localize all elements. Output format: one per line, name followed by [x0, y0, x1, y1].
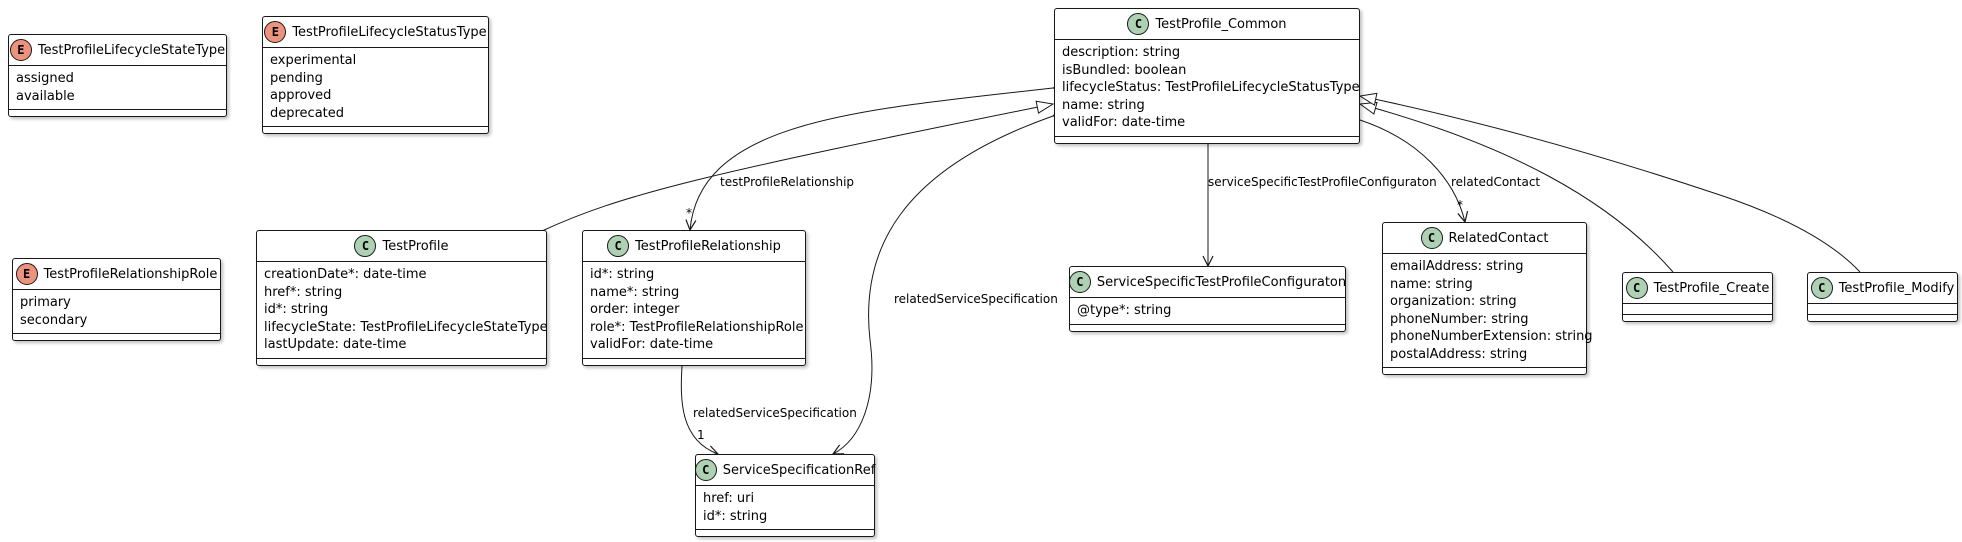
multiplicity-spec-ref: 1: [697, 428, 705, 442]
class-service-specification-ref[interactable]: C ServiceSpecificationRef href: uri id*: …: [694, 454, 876, 537]
class-attribute: href: uri: [703, 491, 755, 506]
class-testprofile-relationship[interactable]: C TestProfileRelationship id*: string nam…: [582, 230, 806, 366]
class-icon: C: [1127, 13, 1150, 35]
class-attribute: phoneNumberExtension: string: [1390, 329, 1593, 344]
class-attribute: name*: string: [590, 284, 680, 300]
edge-label-test-profile-relationship: testProfileRelationship: [720, 175, 855, 189]
class-name: ServiceSpecificationRef: [722, 462, 876, 478]
class-testprofile-modify[interactable]: C TestProfile_Modify: [1807, 272, 1958, 322]
class-attribute: name: string: [1062, 97, 1145, 113]
enum-icon: E: [15, 263, 38, 285]
class-attribute: validFor: date-time: [1062, 115, 1186, 130]
class-attribute: organization: string: [1390, 294, 1517, 309]
class-name: TestProfile_Common: [1155, 16, 1287, 32]
class-icon: C: [1068, 271, 1091, 293]
class-name: TestProfile: [382, 238, 449, 254]
class-attribute: lastUpdate: date-time: [264, 337, 407, 352]
class-testprofile-create[interactable]: C TestProfile_Create: [1622, 272, 1773, 322]
class-attribute: validFor: date-time: [590, 337, 714, 352]
edge-label-related-contact: relatedContact: [1451, 175, 1541, 189]
edge-create-inherits: [1360, 104, 1674, 273]
class-related-contact[interactable]: C RelatedContact emailAddress: string nam…: [1382, 222, 1593, 375]
enum-literal: primary: [20, 295, 71, 310]
enum-literal: approved: [270, 88, 332, 103]
class-attribute: id*: string: [264, 302, 329, 317]
class-attribute: id*: string: [703, 508, 768, 524]
enum-icon: E: [264, 21, 287, 43]
class-name: TestProfileLifecycleStatusType: [292, 24, 487, 40]
class-attribute: role*: TestProfileRelationshipRole: [590, 319, 804, 335]
class-attribute: creationDate*: date-time: [264, 267, 427, 282]
class-attribute: lifecycleStatus: TestProfileLifecycleSta…: [1062, 80, 1360, 95]
class-attribute: id*: string: [590, 267, 655, 282]
class-name: ServiceSpecificTestProfileConfiguraton: [1096, 274, 1347, 290]
class-name: TestProfile_Modify: [1838, 280, 1955, 296]
class-attribute: phoneNumber: string: [1390, 311, 1529, 327]
class-attribute: isBundled: boolean: [1062, 62, 1187, 78]
edge-label-related-service-specification: relatedServiceSpecification: [894, 292, 1058, 306]
edge-relationship-specref: [681, 366, 718, 454]
edge-label-related-service-specification-rel: relatedServiceSpecification: [693, 406, 857, 420]
class-attribute: @type*: string: [1077, 303, 1172, 318]
edge-modify-inherits: [1360, 96, 1861, 273]
multiplicity-contact: *: [1457, 198, 1463, 212]
class-attribute: lifecycleState: TestProfileLifecycleStat…: [264, 319, 548, 335]
class-testprofile-relationship-role[interactable]: E TestProfileRelationshipRole primary sec…: [12, 258, 221, 341]
edge-testprofile-inherits: [541, 104, 1053, 232]
class-name: TestProfileRelationship: [635, 238, 781, 254]
class-attribute: emailAddress: string: [1390, 259, 1524, 274]
enum-literal: available: [16, 88, 75, 104]
edge-common-relationship: [690, 88, 1053, 230]
class-name: TestProfile_Create: [1653, 280, 1770, 296]
multiplicity-relationship: *: [686, 206, 692, 220]
class-icon: C: [694, 459, 717, 481]
enum-literal: secondary: [20, 312, 88, 328]
class-attribute: name: string: [1390, 276, 1473, 292]
class-name: RelatedContact: [1448, 230, 1549, 246]
class-name: TestProfileLifecycleStateType: [37, 42, 226, 58]
enum-literal: assigned: [16, 71, 74, 86]
edge-common-contact: [1360, 120, 1465, 222]
class-attribute: postalAddress: string: [1390, 346, 1528, 362]
class-attribute: order: integer: [590, 302, 680, 317]
class-icon: C: [354, 235, 377, 257]
enum-literal: pending: [270, 70, 323, 86]
enum-icon: E: [9, 39, 32, 61]
enum-literal: experimental: [270, 53, 357, 68]
class-icon: C: [1625, 277, 1648, 299]
class-icon: C: [607, 235, 630, 257]
class-name: TestProfileRelationshipRole: [43, 266, 218, 282]
class-icon: C: [1420, 227, 1443, 249]
class-testprofile[interactable]: C TestProfile creationDate*: date-time hr…: [256, 230, 548, 366]
class-icon: C: [1810, 277, 1833, 299]
edge-common-specref: [833, 116, 1053, 454]
class-testprofile-lifecycle-status-type[interactable]: E TestProfileLifecycleStatusType experime…: [262, 16, 489, 134]
class-attribute: description: string: [1062, 45, 1181, 60]
enum-literal: deprecated: [270, 105, 345, 121]
edge-label-service-specific-configuraton: serviceSpecificTestProfileConfiguraton: [1208, 175, 1437, 189]
class-attribute: href*: string: [264, 284, 343, 300]
